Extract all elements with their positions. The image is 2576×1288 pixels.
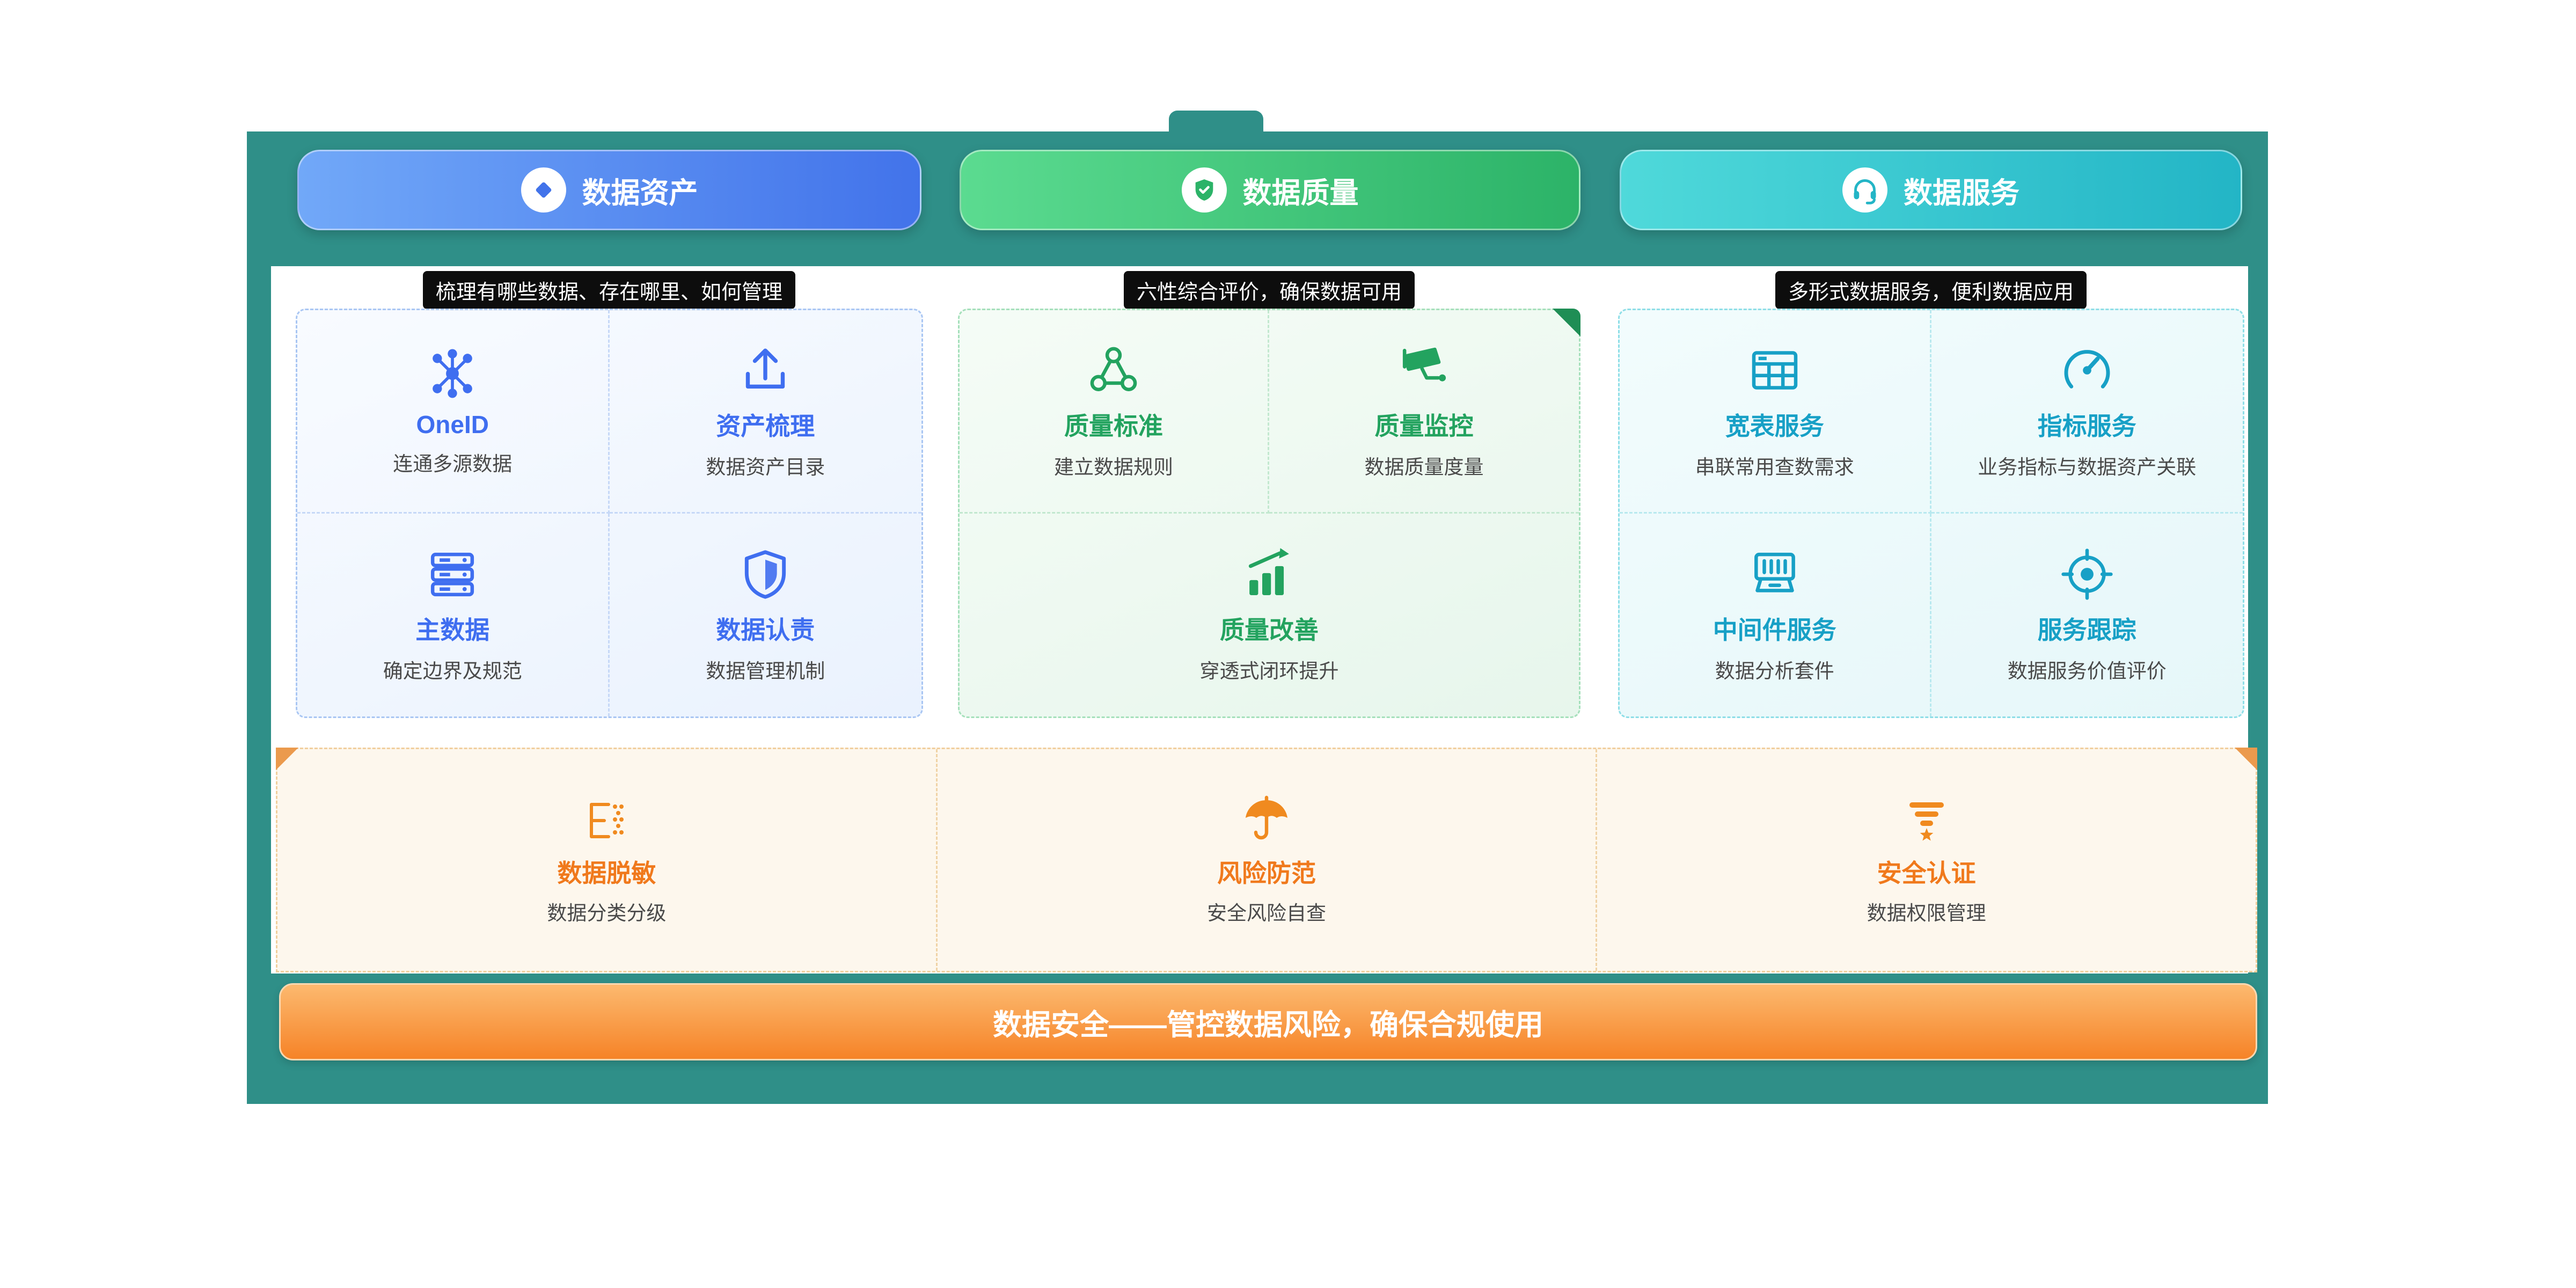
subtitle-data-assets: 梳理有哪些数据、存在哪里、如何管理: [422, 271, 796, 309]
card-title: 安全认证: [1877, 859, 1976, 887]
card-wide-table-service: 宽表服务 串联常用查数需求: [1620, 310, 1931, 514]
card-grid: 宽表服务 串联常用查数需求 指标服务 业务指标与数据资产关联 中间件服务 数据分…: [1620, 310, 2243, 716]
card-title: 指标服务: [2037, 412, 2136, 440]
subtitle-data-quality: 六性综合评价，确保数据可用: [1123, 271, 1415, 309]
database-icon: [425, 546, 480, 602]
card-desc: 串联常用查数需求: [1695, 456, 1854, 478]
card-title: OneID: [416, 410, 489, 438]
tab-label: 数据质量: [1242, 177, 1359, 209]
server-icon: [1747, 546, 1803, 602]
panel-data-services: 宽表服务 串联常用查数需求 指标服务 业务指标与数据资产关联 中间件服务 数据分…: [1618, 309, 2244, 718]
security-section: 数据脱敏 数据分类分级 风险防范 安全风险自查 安全认证 数据权限管理: [276, 748, 2257, 972]
panel-data-quality: 质量标准 建立数据规则 质量监控 数据质量度量 质量改善 穿透式闭环提升: [958, 309, 1580, 718]
diamond-icon: [521, 167, 566, 213]
shield-check-icon: [1181, 167, 1227, 213]
card-security-certification: 安全认证 数据权限管理: [1596, 749, 2256, 971]
card-data-accountability: 数据认责 数据管理机制: [610, 514, 922, 717]
card-grid: 质量标准 建立数据规则 质量监控 数据质量度量 质量改善 穿透式闭环提升: [960, 310, 1579, 716]
card-desc: 连通多源数据: [393, 452, 513, 475]
card-desc: 数据资产目录: [706, 456, 825, 478]
subtitle-data-services: 多形式数据服务，便利数据应用: [1775, 271, 2087, 309]
card-desc: 业务指标与数据资产关联: [1978, 456, 2197, 478]
card-asset-sorting: 资产梳理 数据资产目录: [609, 310, 921, 514]
panel-data-assets: OneID 连通多源数据 资产梳理 数据资产目录 主数据 确定边界及规范: [296, 309, 923, 718]
card-data-masking: 数据脱敏 数据分类分级: [277, 749, 936, 971]
banner-text: 数据安全——管控数据风险，确保合规使用: [993, 1008, 1543, 1041]
card-desc: 数据质量度量: [1364, 456, 1484, 478]
card-desc: 确定边界及规范: [383, 660, 522, 682]
card-risk-prevention: 风险防范 安全风险自查: [935, 749, 1596, 971]
card-master-data: 主数据 确定边界及规范: [297, 513, 610, 716]
card-desc: 安全风险自查: [1207, 902, 1326, 924]
table-icon: [1747, 342, 1803, 398]
card-service-tracking: 服务跟踪 数据服务价值评价: [1931, 514, 2243, 717]
card-oneid: OneID 连通多源数据: [297, 310, 610, 514]
umbrella-icon: [1241, 795, 1292, 846]
card-desc: 数据权限管理: [1867, 902, 1986, 924]
tab-label: 数据服务: [1904, 177, 2019, 209]
card-title: 数据认责: [716, 616, 815, 644]
card-quality-standard: 质量标准 建立数据规则: [960, 310, 1269, 514]
card-title: 宽表服务: [1725, 412, 1824, 440]
headset-icon: [1842, 167, 1887, 213]
card-desc: 建立数据规则: [1054, 456, 1173, 478]
card-title: 质量监控: [1374, 412, 1474, 440]
card-desc: 穿透式闭环提升: [1199, 660, 1339, 682]
mask-icon: [581, 795, 632, 846]
share-nodes-icon: [1086, 342, 1141, 398]
card-desc: 数据服务价值评价: [2007, 660, 2167, 682]
tab-data-services[interactable]: 数据服务: [1620, 150, 2242, 230]
gauge-icon: [2059, 342, 2115, 398]
card-desc: 数据分析套件: [1715, 660, 1834, 682]
card-title: 质量标准: [1064, 412, 1163, 440]
card-desc: 数据管理机制: [706, 660, 825, 682]
target-icon: [2059, 546, 2115, 602]
tab-data-quality[interactable]: 数据质量: [960, 150, 1580, 230]
security-banner: 数据安全——管控数据风险，确保合规使用: [279, 983, 2257, 1060]
card-title: 主数据: [415, 616, 490, 644]
card-grid: OneID 连通多源数据 资产梳理 数据资产目录 主数据 确定边界及规范: [297, 310, 921, 716]
card-quality-monitoring: 质量监控 数据质量度量: [1269, 310, 1579, 514]
card-title: 风险防范: [1217, 859, 1316, 887]
card-desc: 数据分类分级: [547, 902, 667, 924]
shield-icon: [737, 546, 793, 602]
card-title: 数据脱敏: [557, 859, 656, 887]
card-middleware-service: 中间件服务 数据分析套件: [1620, 513, 1931, 716]
cctv-icon: [1396, 342, 1452, 398]
tab-label: 数据资产: [582, 177, 698, 209]
badge-star-icon: [1901, 795, 1952, 846]
network-icon: [425, 346, 480, 401]
arrow-up-catalog-icon: [737, 342, 793, 398]
card-quality-improvement: 质量改善 穿透式闭环提升: [960, 514, 1579, 717]
card-metric-service: 指标服务 业务指标与数据资产关联: [1931, 310, 2243, 514]
chart-up-icon: [1241, 546, 1297, 602]
tab-data-assets[interactable]: 数据资产: [297, 150, 921, 230]
card-title: 中间件服务: [1713, 616, 1836, 644]
card-title: 服务跟踪: [2037, 616, 2136, 644]
card-title: 质量改善: [1220, 616, 1319, 644]
card-title: 资产梳理: [716, 412, 815, 440]
